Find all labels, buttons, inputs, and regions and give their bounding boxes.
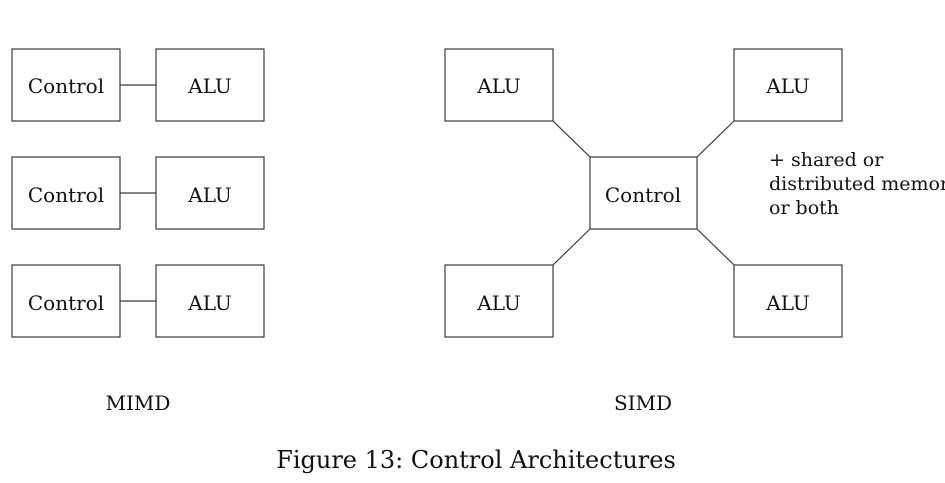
simd-alu-box-1 [444,48,554,122]
mimd-control-box-2 [11,156,121,230]
simd-title: SIMD [614,391,672,415]
mimd-control-label-2: Control [28,183,104,207]
simd-group: ALU ALU Control ALU ALU + shared or dist… [444,48,945,415]
mimd-control-label-3: Control [28,291,104,315]
mimd-control-box-1 [11,48,121,122]
mimd-alu-label-3: ALU [187,291,232,315]
mimd-alu-box-2 [155,156,265,230]
simd-link-bottom-left [552,228,591,266]
simd-memory-note-line-2: distributed memory [769,173,945,195]
simd-control-label: Control [605,183,681,207]
simd-link-top-right [696,120,735,158]
simd-control-box [589,156,698,230]
figure-caption: Figure 13: Control Architectures [276,446,676,474]
mimd-alu-label-1: ALU [187,74,232,98]
simd-link-bottom-right [696,228,735,266]
simd-alu-label-3: ALU [476,291,521,315]
simd-alu-label-4: ALU [765,291,810,315]
mimd-group: Control ALU Control ALU Control ALU MIMD [11,48,265,415]
simd-alu-box-4 [733,264,843,338]
mimd-alu-box-3 [155,264,265,338]
mimd-control-label-1: Control [28,74,104,98]
simd-memory-note-line-3: or both [769,197,839,219]
simd-memory-note-line-1: + shared or [769,149,884,171]
simd-alu-label-2: ALU [765,74,810,98]
simd-link-top-left [552,120,591,158]
simd-alu-box-2 [733,48,843,122]
mimd-alu-label-2: ALU [187,183,232,207]
simd-alu-label-1: ALU [476,74,521,98]
mimd-alu-box-1 [155,48,265,122]
mimd-title: MIMD [106,391,171,415]
simd-alu-box-3 [444,264,554,338]
